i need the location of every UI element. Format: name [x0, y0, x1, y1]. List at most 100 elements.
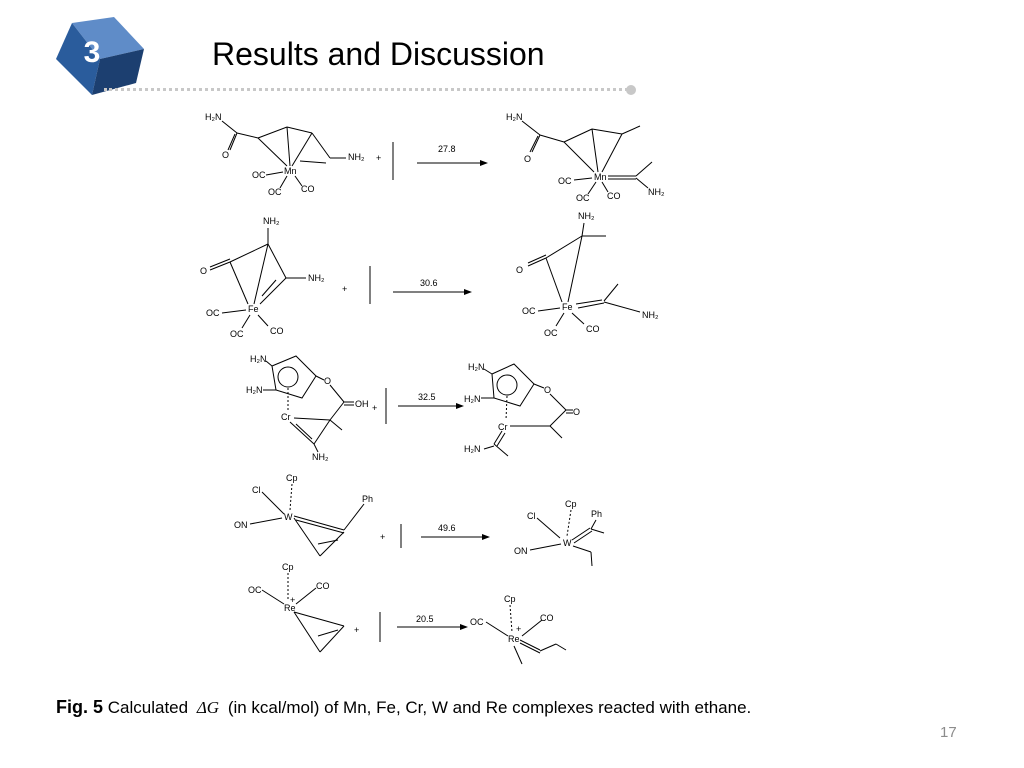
label-on: ON — [234, 520, 248, 530]
fe-product: NH₂ O Fe NH₂ OC OC CO — [516, 211, 659, 338]
arrow-head — [456, 403, 464, 409]
label-o: O — [516, 265, 523, 275]
label-oc: OC — [268, 187, 282, 197]
energy-w: 49.6 — [438, 523, 456, 533]
page-number: 17 — [940, 724, 957, 741]
label-cp: Cp — [504, 594, 516, 604]
reaction-re: Cp OC CO + Re + 20.5 Cp OC CO + Re — [248, 562, 567, 665]
w-reactant: Cp Cl W ON Ph — [234, 473, 373, 557]
arrow-head — [480, 160, 488, 166]
section-badge — [56, 17, 144, 95]
label-oc: OC — [522, 306, 536, 316]
reaction-mn: H₂N O NH₂ Mn OC OC CO + 27.8 — [205, 112, 665, 203]
title-divider-dot — [626, 85, 636, 95]
charge-plus: + — [290, 595, 295, 605]
plus-sign: + — [354, 625, 359, 635]
energy-fe: 30.6 — [420, 278, 438, 288]
w-product: Cp Cl W ON Ph — [514, 499, 605, 567]
label-co: CO — [316, 581, 330, 591]
label-h2n: H₂N — [506, 112, 523, 122]
label-o: O — [222, 150, 229, 160]
energy-mn: 27.8 — [438, 144, 456, 154]
plus-sign: + — [380, 532, 385, 542]
label-h2n: H₂N — [464, 444, 481, 454]
label-oh: OH — [355, 399, 369, 409]
figure-caption: Fig. 5 Calculated ΔG (in kcal/mol) of Mn… — [56, 697, 751, 718]
plus-sign: + — [372, 403, 377, 413]
metal-re: Re — [508, 634, 520, 644]
label-co: CO — [270, 326, 284, 336]
label-o: O — [573, 407, 580, 417]
reaction-fe: NH₂ O NH₂ Fe OC OC CO + 30.6 NH₂ — [200, 211, 659, 339]
label-nh2: NH₂ — [312, 452, 329, 462]
label-o: O — [544, 385, 551, 395]
label-h2n: H₂N — [250, 354, 267, 364]
metal-cr: Cr — [498, 422, 508, 432]
reaction-w: Cp Cl W ON Ph + 49.6 Cp Cl W ON — [234, 473, 605, 567]
charge-plus: + — [516, 624, 521, 634]
cp-ring — [496, 374, 518, 396]
label-cp: Cp — [286, 473, 298, 483]
energy-re: 20.5 — [416, 614, 434, 624]
energy-cr: 32.5 — [418, 392, 436, 402]
metal-w: W — [284, 512, 293, 522]
label-h2n: H₂N — [246, 385, 263, 395]
label-h2n: H₂N — [205, 112, 222, 122]
label-co: CO — [586, 324, 600, 334]
metal-re: Re — [284, 603, 296, 613]
label-nh2: NH₂ — [263, 216, 280, 226]
title-divider — [104, 88, 634, 94]
label-oc: OC — [544, 328, 558, 338]
cr-product: H₂N H₂N O O Cr H₂N — [464, 362, 580, 457]
label-nh2: NH₂ — [578, 211, 595, 221]
mn-product: H₂N O Mn NH₂ OC OC CO — [506, 112, 665, 203]
metal-mn: Mn — [284, 166, 297, 176]
label-h2n: H₂N — [468, 362, 485, 372]
label-cl: Cl — [527, 511, 536, 521]
section-number: 3 — [83, 36, 101, 69]
label-h2n: H₂N — [464, 394, 481, 404]
label-co: CO — [301, 184, 315, 194]
label-o: O — [200, 266, 207, 276]
label-oc: OC — [248, 585, 262, 595]
label-o: O — [324, 376, 331, 386]
label-nh2: NH₂ — [642, 310, 659, 320]
cr-reactant: H₂N H₂N O OH Cr NH₂ — [246, 354, 369, 462]
label-cl: Cl — [252, 485, 261, 495]
re-product: Cp OC CO + Re — [470, 594, 567, 665]
reaction-cr: H₂N H₂N O OH Cr NH₂ + 32.5 — [246, 354, 580, 462]
metal-cr: Cr — [281, 412, 291, 422]
label-cp: Cp — [565, 499, 577, 509]
re-reactant: Cp OC CO + Re — [248, 562, 345, 653]
label-oc: OC — [206, 308, 220, 318]
label-co: CO — [540, 613, 554, 623]
label-nh2: NH₂ — [648, 187, 665, 197]
label-oc: OC — [230, 329, 244, 339]
label-co: CO — [607, 191, 621, 201]
label-oc: OC — [470, 617, 484, 627]
metal-fe: Fe — [562, 302, 573, 312]
arrow-head — [482, 534, 490, 540]
plus-sign: + — [376, 153, 381, 163]
label-oc: OC — [576, 193, 590, 203]
metal-mn: Mn — [594, 172, 607, 182]
plus-sign: + — [342, 284, 347, 294]
label-nh2: NH₂ — [308, 273, 325, 283]
label-cp: Cp — [282, 562, 294, 572]
delta-g-symbol: ΔG — [196, 698, 220, 717]
reaction-scheme: H₂N O NH₂ Mn OC OC CO + 27.8 — [200, 112, 665, 665]
slide-title: Results and Discussion — [212, 36, 545, 72]
label-ph: Ph — [362, 494, 373, 504]
metal-w: W — [563, 538, 572, 548]
label-oc: OC — [252, 170, 266, 180]
label-ph: Ph — [591, 509, 602, 519]
label-nh2: NH₂ — [348, 152, 365, 162]
metal-fe: Fe — [248, 304, 259, 314]
mn-reactant: H₂N O NH₂ Mn OC OC CO — [205, 112, 365, 197]
fe-reactant: NH₂ O NH₂ Fe OC OC CO — [200, 216, 325, 339]
caption-text-before: Calculated — [107, 698, 189, 717]
label-on: ON — [514, 546, 528, 556]
arrow-head — [460, 624, 468, 630]
label-o: O — [524, 154, 531, 164]
cp-ring — [277, 366, 299, 388]
